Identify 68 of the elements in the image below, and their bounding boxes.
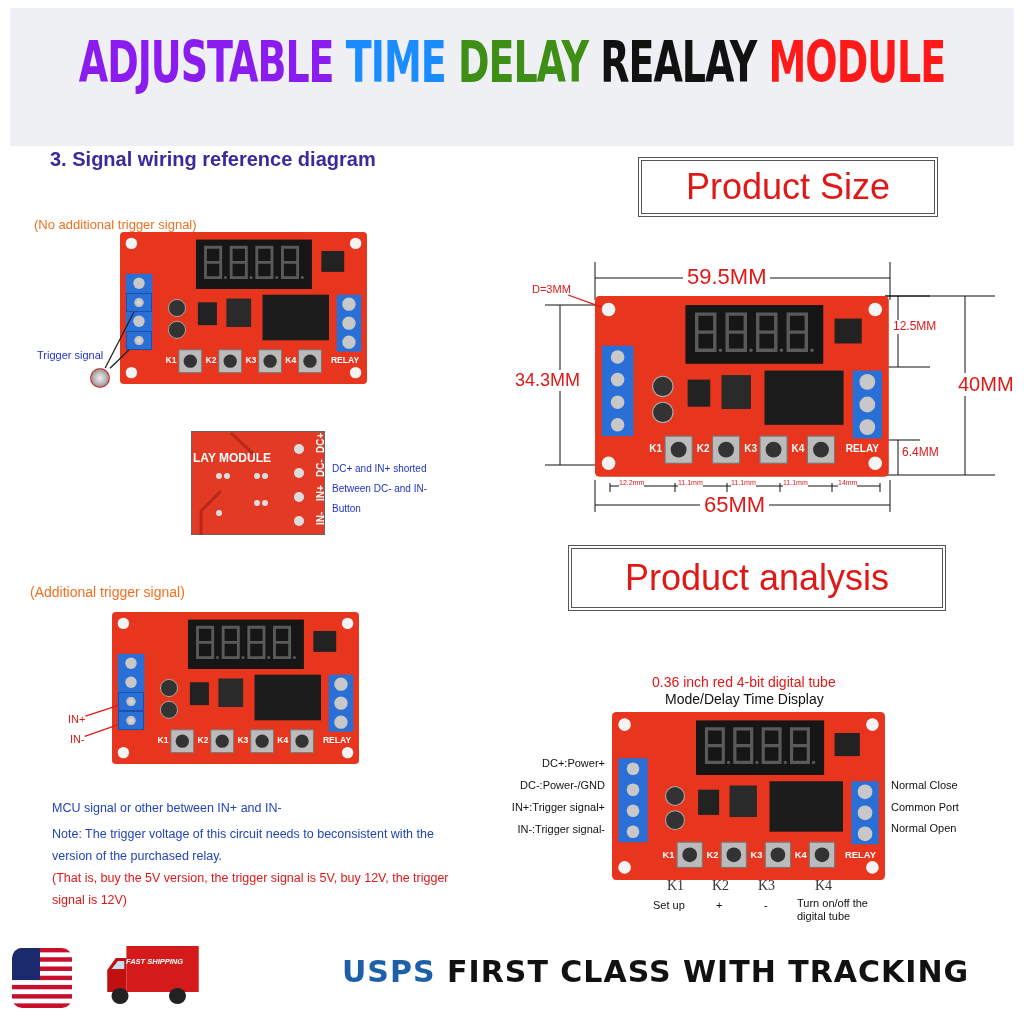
silkscreen-label: K3 xyxy=(744,444,757,455)
hole-label: D=3MM xyxy=(532,283,571,295)
button-description: Set up xyxy=(653,899,685,912)
button-label: K4 xyxy=(815,878,833,895)
leader-line xyxy=(109,349,130,369)
pin-label: IN+ xyxy=(68,713,86,725)
silkscreen-label: K3 xyxy=(245,356,257,366)
silkscreen-label: K1 xyxy=(649,444,663,455)
silkscreen-label: K2 xyxy=(197,736,209,746)
silkscreen-label: K1 xyxy=(165,356,177,366)
silkscreen-label: K4 xyxy=(277,736,289,746)
button-description: - xyxy=(764,899,768,912)
leader-line xyxy=(84,724,119,738)
silkscreen-label: K3 xyxy=(237,736,249,746)
button-label: K2 xyxy=(712,878,730,895)
silkscreen-label: K2 xyxy=(696,444,710,455)
leader-line xyxy=(104,311,135,369)
heading-box: Product Size xyxy=(638,157,938,217)
note-text: (That is, buy the 5V version, the trigger signal is 5V, buy 12V, the trigger signal is 12V) xyxy=(52,870,450,909)
silkscreen-label: RELAY xyxy=(322,736,352,746)
terminal-label: DC-:Power-/GND xyxy=(519,779,605,792)
heading-box: Product analysis xyxy=(568,545,946,611)
shipping-text: USPS FIRST CLASS WITH TRACKING xyxy=(342,955,970,990)
button-description: Turn on/off the digital tube xyxy=(797,897,869,923)
silkscreen-label: K1 xyxy=(157,736,169,746)
leader-line xyxy=(84,705,119,717)
silkscreen-label: RELAY xyxy=(330,356,360,366)
terminal-label: IN-:Trigger signal- xyxy=(516,823,605,836)
silkscreen-label: K2 xyxy=(706,849,719,859)
terminal-label: DC+:Power+ xyxy=(541,757,605,770)
annotation: DC+ and IN+ shorted xyxy=(332,463,427,475)
terminal-label: Normal Close xyxy=(891,779,958,792)
silkscreen-label: K4 xyxy=(285,356,297,366)
caption: (No additional trigger signal) xyxy=(34,218,197,233)
silkscreen-label: DC- xyxy=(315,459,327,477)
terminal-label: Normal Open xyxy=(891,822,957,835)
button-description: + xyxy=(716,899,723,912)
annotation: 0.36 inch red 4-bit digital tube xyxy=(652,674,836,691)
silkscreen-label: K4 xyxy=(791,444,805,455)
leader-line xyxy=(567,294,603,308)
note-text: MCU signal or other between IN+ and IN- xyxy=(52,801,282,816)
silkscreen-label: K2 xyxy=(205,356,217,366)
button-label: K3 xyxy=(758,878,776,895)
silkscreen-label: K4 xyxy=(794,849,807,859)
silkscreen-label: IN+ xyxy=(315,485,327,501)
silkscreen-label: LAY MODULE xyxy=(193,452,271,466)
silkscreen-label: RELAY xyxy=(845,444,879,455)
annotation: Button xyxy=(332,503,361,515)
silkscreen-label: K1 xyxy=(662,849,675,859)
dimension-label: 40MM xyxy=(958,373,1014,396)
annotation: Mode/Delay Time Display xyxy=(665,691,824,708)
banner-title: ADJUSTABLE TIME DELAY REALAY MODULE xyxy=(77,29,947,95)
button-label: K1 xyxy=(667,878,685,895)
note-text: Note: The trigger voltage of this circuit needs to beconsistent with the version of the purchased relay. xyxy=(52,826,435,865)
silkscreen-label: K3 xyxy=(750,849,763,859)
silkscreen-label: IN- xyxy=(315,511,327,525)
dimension-label: 12.5MM xyxy=(893,320,937,334)
dimension-label: 34.3MM xyxy=(515,370,581,391)
terminal-label: IN+:Trigger signal+ xyxy=(510,801,605,814)
annotation: Trigger signal xyxy=(37,349,104,362)
annotation: Between DC- and IN- xyxy=(332,483,428,495)
silkscreen-label: RELAY xyxy=(845,849,876,859)
silkscreen-label: DC+ xyxy=(315,432,327,453)
push-button-picture xyxy=(90,368,110,388)
caption: (Additional trigger signal) xyxy=(30,584,185,601)
section-heading: 3. Signal wiring reference diagram xyxy=(50,148,376,171)
terminal-label: Common Port xyxy=(891,801,959,814)
pin-label: IN- xyxy=(70,733,85,745)
